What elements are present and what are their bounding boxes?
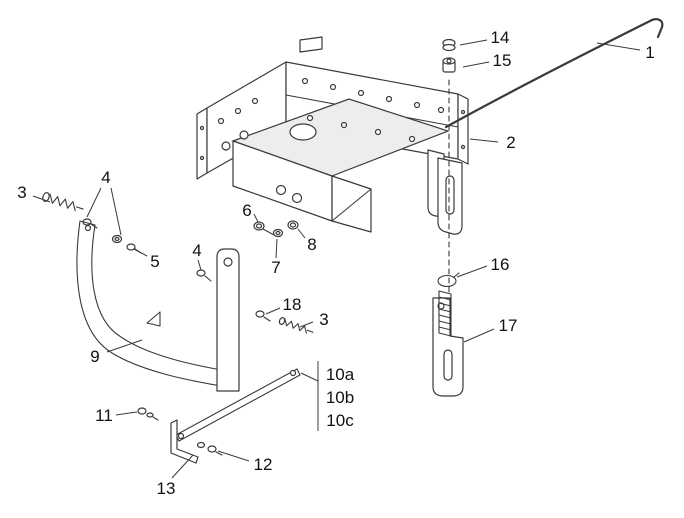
leader-line (133, 248, 148, 257)
ring-part-16 (437, 272, 460, 288)
callout-10b: 10b (326, 388, 354, 407)
control-rod-part-1 (444, 18, 664, 129)
callout-4: 4 (101, 168, 110, 187)
leader-line (462, 61, 490, 68)
angle-bracket-part-13 (170, 419, 199, 464)
callout-13: 13 (157, 479, 176, 498)
leader-line (171, 454, 194, 479)
frame-right-bracket (427, 149, 463, 235)
leader-line (217, 450, 250, 462)
callout-16: 16 (491, 255, 510, 274)
spring-bolt-part-3 (42, 192, 84, 212)
leader-line (110, 187, 122, 236)
link-strip-part-10 (175, 368, 301, 442)
bolt-part-4b (196, 269, 212, 282)
callout-3: 3 (319, 310, 328, 329)
leader-line (459, 39, 488, 46)
callout-3: 3 (17, 183, 26, 202)
frame-holes (199, 77, 466, 161)
leader-line (463, 328, 495, 343)
leader-line (469, 138, 499, 143)
bolt-part-11 (137, 407, 159, 421)
leader-line (299, 321, 314, 328)
leader-line (275, 238, 278, 259)
leader-line (86, 187, 102, 218)
callout-1: 1 (645, 43, 654, 62)
support-bracket-part-9 (76, 220, 240, 392)
leader-line (265, 307, 281, 315)
bracket-part-17 (432, 290, 464, 397)
callout-9: 9 (90, 347, 99, 366)
leader-line (115, 411, 138, 416)
leader-line (197, 259, 202, 271)
callout-10c: 10c (326, 411, 354, 430)
leader-line (596, 42, 641, 51)
leader-line (300, 372, 319, 382)
callout-11: 11 (95, 406, 113, 425)
callout-12: 12 (254, 455, 273, 474)
leader-line (253, 213, 259, 223)
threaded-rod (438, 290, 452, 337)
callout-17: 17 (499, 316, 518, 335)
fastener-cluster-4-5 (82, 218, 142, 254)
leader-line (456, 265, 488, 278)
nut-part-14 (442, 38, 456, 52)
fitting-part-15 (442, 57, 456, 73)
callout-2: 2 (506, 133, 515, 152)
callout-14: 14 (491, 28, 510, 47)
callout-7: 7 (271, 258, 280, 277)
callout-6: 6 (242, 201, 251, 220)
leader-line (297, 228, 306, 239)
fasteners-part-12 (196, 441, 223, 456)
main-frame (196, 36, 469, 235)
leader-line (32, 195, 51, 203)
callout-5: 5 (150, 252, 159, 271)
callout-8: 8 (307, 235, 316, 254)
bolt-part-18 (255, 310, 271, 322)
callout-15: 15 (493, 51, 512, 70)
callout-18: 18 (283, 295, 302, 314)
spring-bolt-part-3b (278, 317, 314, 334)
callout-4: 4 (192, 241, 201, 260)
callout-10a: 10a (326, 365, 355, 384)
leader-line (106, 339, 143, 353)
bolt-washer-cluster-6-7-8 (253, 220, 299, 238)
